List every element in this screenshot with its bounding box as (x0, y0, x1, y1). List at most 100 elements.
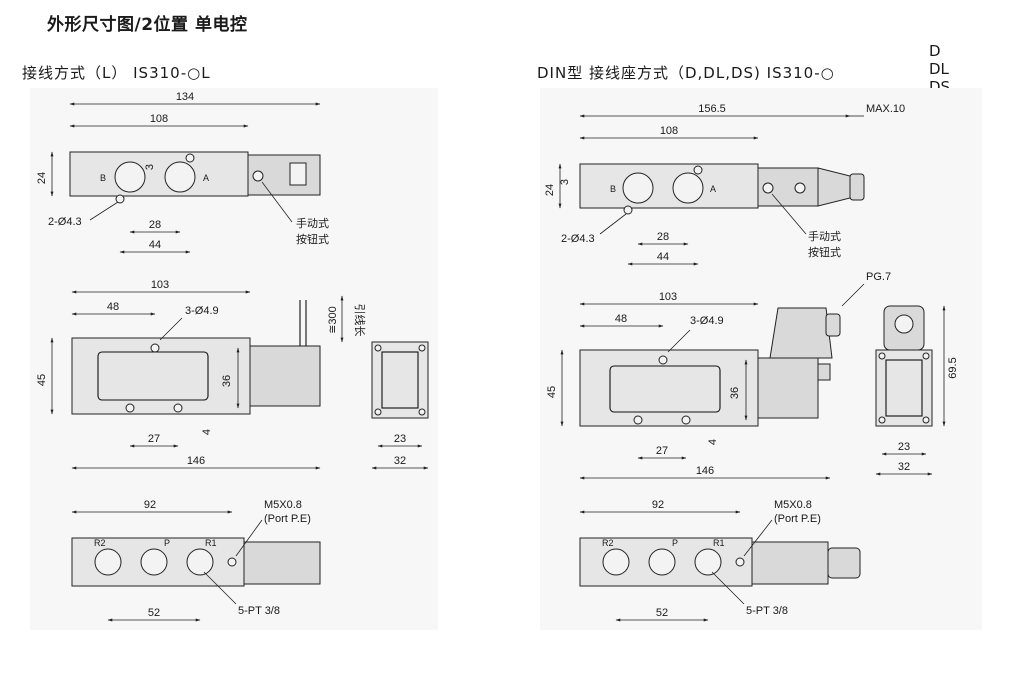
holes-label: 3-Ø4.9 (185, 305, 219, 317)
dim-max: MAX.10 (866, 103, 905, 115)
left-bottom-view: R2 P R1 92 52 M5X0.8 (Port P.E) 5-PT 3/8 (71, 499, 321, 622)
dim-69: 69.5 (947, 357, 959, 378)
port-p-label: P (672, 538, 678, 548)
dim-overall: 156.5 (698, 103, 726, 115)
valve-body (579, 163, 759, 209)
mount-hole (681, 415, 691, 425)
dim-hole-spacing: 28 (657, 231, 669, 243)
dim-27: 27 (148, 433, 160, 445)
dim-103: 103 (659, 291, 677, 303)
pilot-port: (Port P.E) (774, 513, 821, 525)
mount-hole (185, 153, 195, 163)
dim-hole-span: 44 (149, 239, 161, 251)
port-a-hole (672, 172, 704, 204)
corner-screw (878, 352, 886, 360)
dim-offset: 3 (144, 164, 156, 170)
leader-line (235, 519, 263, 557)
solenoid-housing (757, 357, 819, 419)
manual-button-hole (252, 170, 264, 182)
port-b-hole (622, 172, 654, 204)
side-body (875, 349, 933, 427)
leader-line (89, 201, 119, 221)
pilot-port-hole (735, 557, 745, 567)
dim-hole-spacing: 28 (149, 219, 161, 231)
corner-screw (374, 344, 382, 352)
mounting-holes-label: 2-Ø4.3 (561, 233, 595, 245)
leader-line (711, 571, 745, 605)
din-gland (825, 313, 841, 337)
mount-hole (658, 355, 668, 365)
dim-48: 48 (615, 313, 627, 325)
dim-146: 146 (696, 465, 714, 477)
dim-offset: 3 (559, 179, 571, 185)
dim-32: 32 (898, 461, 910, 473)
dim-45: 45 (36, 374, 48, 386)
port-a-label: A (203, 173, 209, 183)
pilot-port-hole (227, 557, 237, 567)
solenoid-housing (751, 541, 829, 585)
corner-screw (374, 408, 382, 416)
leader-line (841, 283, 865, 307)
dim-overall: 134 (176, 91, 194, 103)
dim-45: 45 (546, 386, 558, 398)
manual-label-2: 按钮式 (296, 232, 329, 246)
left-top-view: B A 134 108 24 3 28 44 2-Ø4.3 手动式 按钮式 (36, 91, 329, 254)
dim-52: 52 (656, 607, 668, 619)
port-r2-label: R2 (602, 538, 614, 548)
dim-23: 23 (898, 441, 910, 453)
mount-hole (693, 165, 703, 175)
port-thread: 5-PT 3/8 (746, 605, 788, 617)
din-tab (817, 363, 831, 381)
side-recess (381, 351, 419, 409)
port-thread: 5-PT 3/8 (238, 605, 280, 617)
side-recess (885, 359, 923, 417)
right-front-view: 103 48 3-Ø4.9 PG.7 45 36 27 4 146 (546, 271, 891, 480)
valve-body (69, 151, 249, 197)
manual-button-hole (762, 182, 774, 194)
port-r2-hole (94, 548, 122, 576)
port-r2-hole (602, 548, 630, 576)
dim-height: 24 (544, 184, 556, 196)
corner-screw (878, 416, 886, 424)
lead-label: 引线长 (353, 304, 367, 337)
right-side-view: 69.5 23 32 (875, 305, 959, 476)
corner-screw (418, 408, 426, 416)
dim-146: 146 (187, 455, 205, 467)
port-r1-label: R1 (205, 538, 217, 548)
dim-27: 27 (656, 445, 668, 457)
corner-screw (922, 416, 930, 424)
dim-4: 4 (201, 429, 213, 435)
dim-36: 36 (729, 387, 741, 399)
port-b-hole (114, 161, 146, 193)
dim-92: 92 (652, 499, 664, 511)
pilot-thread: M5X0.8 (774, 499, 812, 511)
port-r1-hole (186, 548, 214, 576)
port-r1-label: R1 (713, 538, 725, 548)
leader-line (667, 329, 691, 353)
leader-line (599, 213, 627, 235)
variant-d: D (929, 42, 941, 60)
port-b-label: B (100, 173, 106, 183)
lead-socket (289, 162, 307, 186)
mounting-holes-label: 2-Ø4.3 (48, 216, 82, 228)
right-bottom-view: R2 P R1 92 52 M5X0.8 (Port P.E) 5-PT 3/8 (579, 499, 861, 622)
left-front-view: 103 48 3-Ø4.9 45 36 27 4 146 ≅300 引线长 (36, 279, 367, 470)
leader-line (771, 193, 807, 235)
mount-hole (633, 415, 643, 425)
page-title: 外形尺寸图/2位置 单电控 (47, 15, 248, 35)
dim-52: 52 (148, 607, 160, 619)
variant-dl: DL (929, 60, 949, 78)
port-r1-hole (694, 548, 722, 576)
manual-label-1: 手动式 (808, 229, 841, 243)
manual-label-1: 手动式 (296, 216, 329, 230)
valve-body (71, 337, 251, 415)
port-b-label: B (610, 184, 616, 194)
dim-32: 32 (394, 455, 406, 467)
dim-hole-span: 44 (657, 251, 669, 263)
leader-line (203, 571, 237, 605)
connector-label: PG.7 (866, 271, 891, 283)
din-plug (827, 547, 861, 579)
dim-48: 48 (107, 301, 119, 313)
solenoid-housing (249, 345, 321, 407)
